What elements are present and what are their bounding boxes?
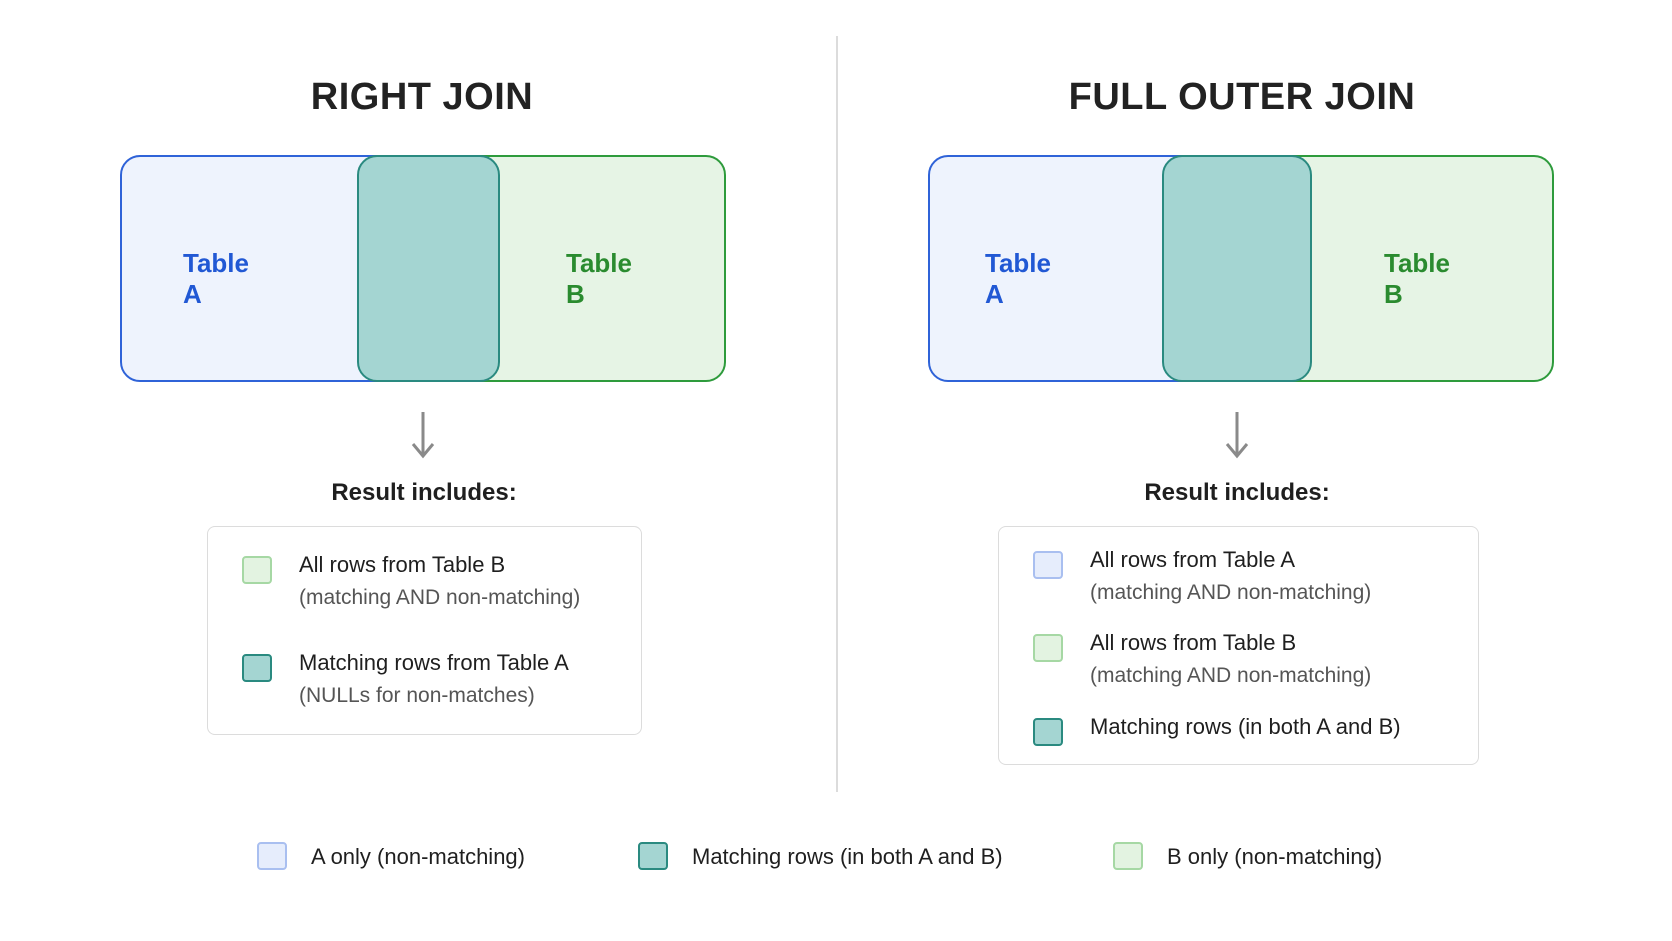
b-only-swatch xyxy=(1033,634,1063,662)
right-join-matching-region xyxy=(357,155,500,382)
matching-swatch xyxy=(242,654,272,682)
result-item-sub: (matching AND non-matching) xyxy=(1090,664,1372,687)
matching-swatch xyxy=(638,842,668,870)
b-only-swatch xyxy=(1113,842,1143,870)
result-item-main: Matching rows from Table A xyxy=(299,650,569,675)
full-outer-join-table-a-label: Table A xyxy=(985,248,1051,309)
right-join-down-arrow-icon xyxy=(411,412,435,459)
full-outer-join-table-b-label: Table B xyxy=(1384,248,1450,309)
a-only-swatch xyxy=(1033,551,1063,579)
result-item-main: Matching rows (in both A and B) xyxy=(1090,714,1401,739)
right-join-result-title: Result includes: xyxy=(331,479,517,506)
result-item-sub: (matching AND non-matching) xyxy=(1090,581,1372,604)
result-item-main: All rows from Table B xyxy=(299,552,506,577)
right-join-result-card: All rows from Table B (matching AND non-… xyxy=(207,526,642,735)
panel-divider xyxy=(836,36,838,792)
result-item-sub: (NULLs for non-matches) xyxy=(299,684,535,707)
full-outer-join-result-card: All rows from Table A (matching AND non-… xyxy=(998,526,1479,765)
right-join-table-a-label: Table A xyxy=(183,248,249,309)
a-only-swatch xyxy=(257,842,287,870)
full-outer-join-down-arrow-icon xyxy=(1225,412,1249,459)
legend-label: Matching rows (in both A and B) xyxy=(692,844,1003,869)
b-only-swatch xyxy=(242,556,272,584)
legend-label: B only (non-matching) xyxy=(1167,844,1383,869)
legend-label: A only (non-matching) xyxy=(311,844,525,869)
right-join-title: RIGHT JOIN xyxy=(310,76,534,118)
result-item-sub: (matching AND non-matching) xyxy=(299,586,581,609)
right-join-table-b-label: Table B xyxy=(566,248,632,309)
matching-swatch xyxy=(1033,718,1063,746)
full-outer-join-title: FULL OUTER JOIN xyxy=(1068,76,1416,118)
full-outer-join-result-title: Result includes: xyxy=(1144,479,1330,506)
result-item-main: All rows from Table A xyxy=(1090,547,1296,572)
full-outer-join-matching-region xyxy=(1162,155,1312,382)
result-item-main: All rows from Table B xyxy=(1090,630,1297,655)
